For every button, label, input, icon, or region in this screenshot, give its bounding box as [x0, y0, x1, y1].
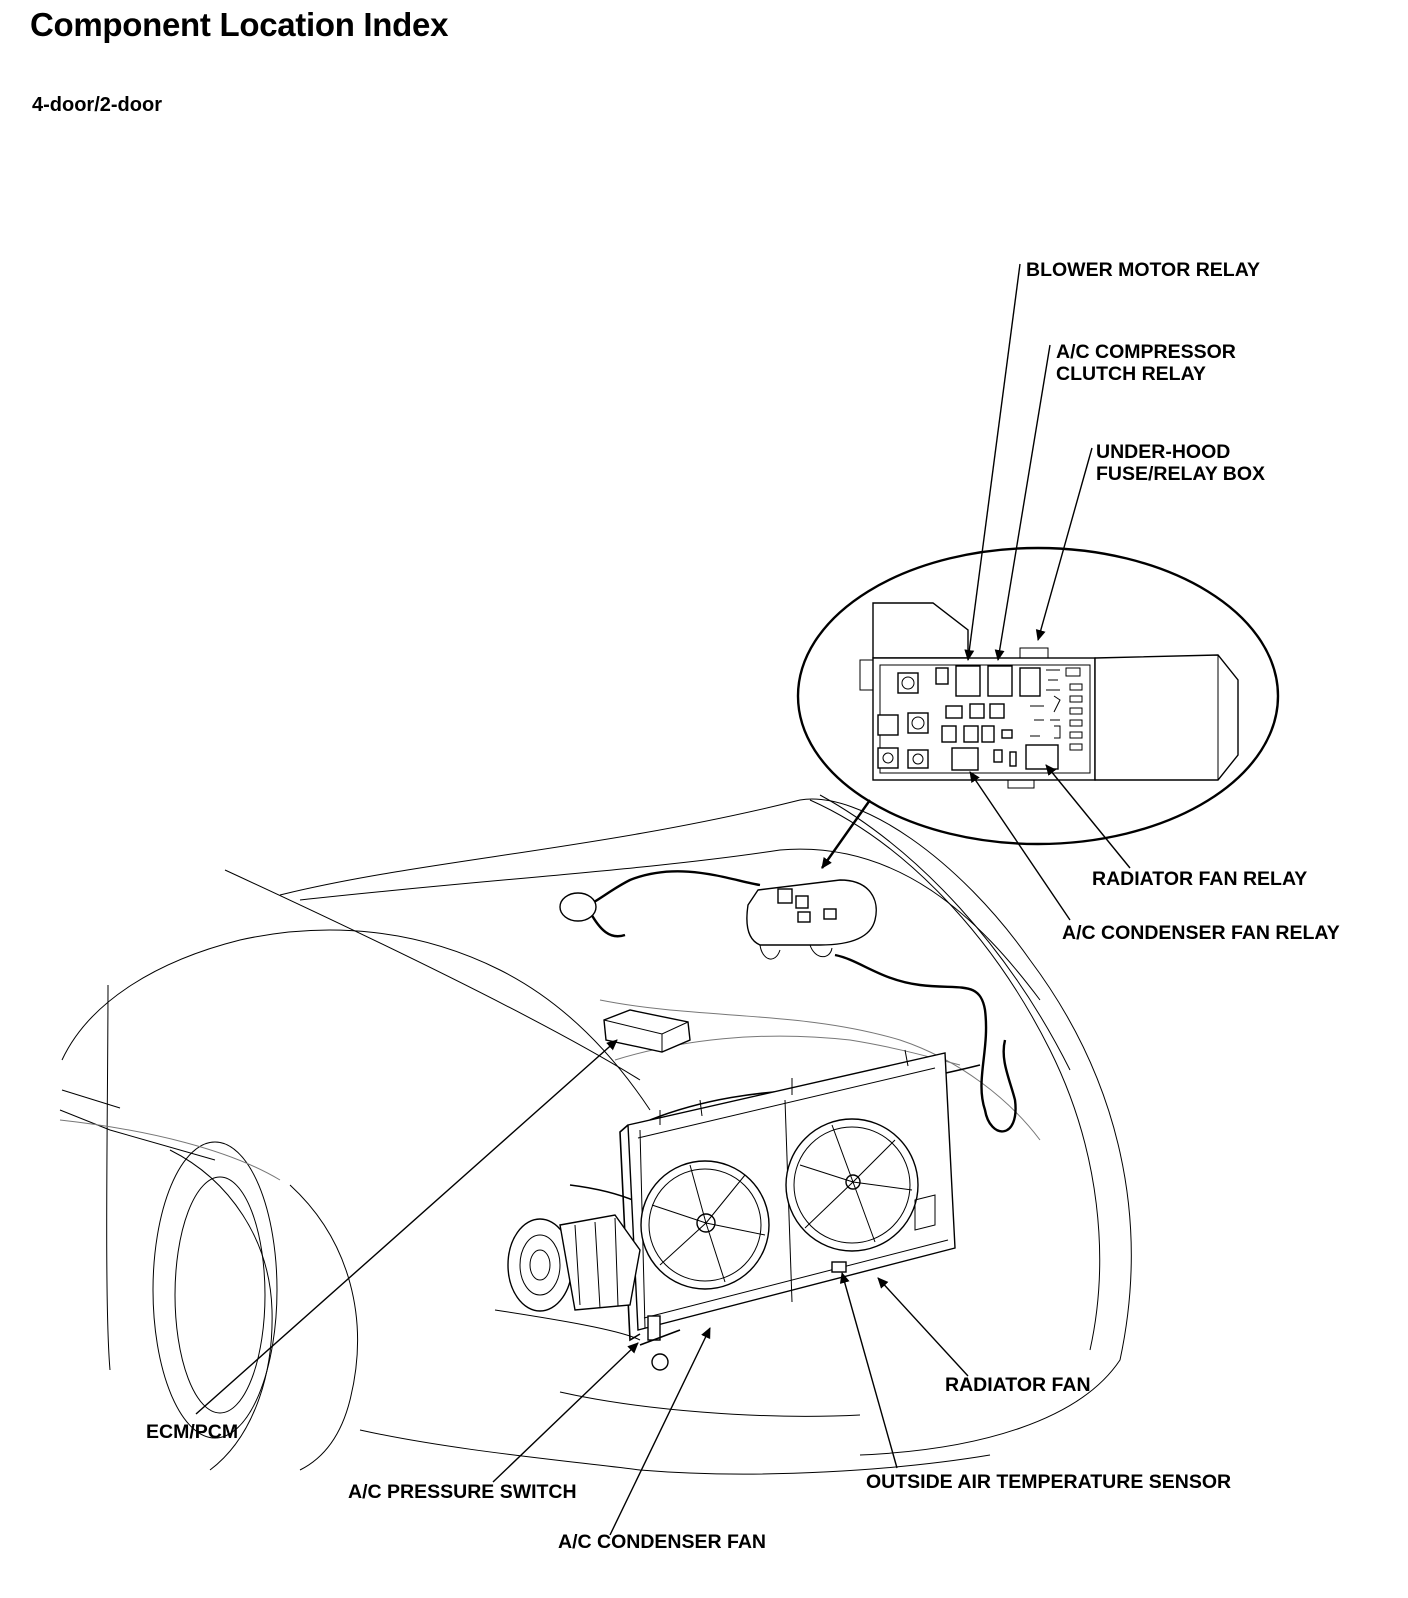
label-radiator-fan-relay: RADIATOR FAN RELAY	[1092, 868, 1307, 890]
label-radiator-fan: RADIATOR FAN	[945, 1374, 1091, 1396]
label-ac-compressor-clutch-relay-line1: A/C COMPRESSOR	[1056, 341, 1236, 363]
label-ac-compressor-clutch-relay-line2: CLUTCH RELAY	[1056, 363, 1206, 385]
page-title: Component Location Index	[30, 6, 449, 43]
car-body-outline	[59, 794, 1132, 1475]
label-ac-condenser-fan-relay: A/C CONDENSER FAN RELAY	[1062, 922, 1340, 944]
callout-labels: BLOWER MOTOR RELAY A/C COMPRESSOR CLUTCH…	[146, 259, 1340, 1553]
ecm-pcm-box	[603, 1009, 691, 1053]
label-under-hood-fuse-box-line1: UNDER-HOOD	[1096, 441, 1230, 463]
label-outside-air-temperature-sensor: OUTSIDE AIR TEMPERATURE SENSOR	[866, 1471, 1231, 1493]
fuse-box-installed	[746, 879, 877, 960]
page-subtitle: 4-door/2-door	[32, 94, 162, 116]
label-ecm-pcm: ECM/PCM	[146, 1421, 238, 1443]
ac-compressor	[507, 1214, 641, 1312]
fuse-box-detail	[796, 546, 1280, 846]
label-blower-motor-relay: BLOWER MOTOR RELAY	[1026, 259, 1260, 281]
leader-lines	[195, 263, 1131, 1536]
label-ac-condenser-fan: A/C CONDENSER FAN	[558, 1531, 766, 1553]
label-under-hood-fuse-box-line2: FUSE/RELAY BOX	[1096, 463, 1265, 485]
radiator-assembly	[619, 1049, 956, 1371]
label-ac-pressure-switch: A/C PRESSURE SWITCH	[348, 1481, 577, 1503]
